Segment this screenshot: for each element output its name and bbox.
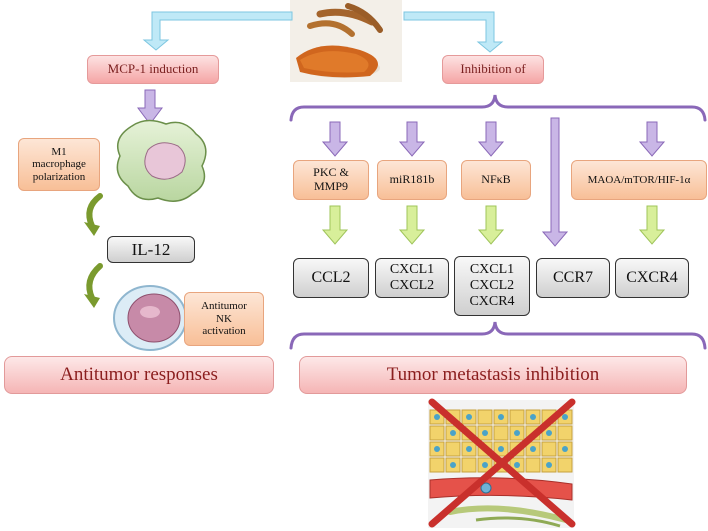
top-brace bbox=[289, 94, 707, 122]
antitumor-nk-activation-box: Antitumor NK activation bbox=[184, 292, 264, 346]
inhibition-of-box: Inhibition of bbox=[442, 55, 544, 84]
ccr7-box: CCR7 bbox=[536, 258, 610, 298]
green-arrows bbox=[321, 205, 666, 245]
ccl2-box: CCL2 bbox=[293, 258, 369, 298]
purple-arrows bbox=[137, 89, 666, 247]
tumor-crossed-image bbox=[428, 398, 576, 528]
nfkb-box: NFκB bbox=[461, 160, 531, 200]
green-curved-arrows bbox=[86, 193, 103, 301]
pkc-mmp9-box: PKC & MMP9 bbox=[293, 160, 369, 200]
bottom-brace bbox=[289, 321, 707, 350]
cxcl1-cxcl2-box: CXCL1 CXCL2 bbox=[375, 258, 449, 298]
turmeric-image bbox=[290, 0, 402, 82]
m1-macrophage-polarization-box: M1 macrophage polarization bbox=[18, 138, 100, 191]
cxcr4-box: CXCR4 bbox=[615, 258, 689, 298]
il12-box: IL-12 bbox=[107, 236, 195, 263]
maoa-mtor-hif1a-box: MAOA/mTOR/HIF-1α bbox=[571, 160, 707, 200]
mcp1-induction-box: MCP-1 induction bbox=[87, 55, 219, 84]
mir181b-box: miR181b bbox=[377, 160, 447, 200]
top-cyan-arrows bbox=[142, 11, 504, 53]
antitumor-responses-band: Antitumor responses bbox=[4, 356, 274, 394]
cxcl1-cxcl2-cxcr4-box: CXCL1 CXCL2 CXCR4 bbox=[454, 256, 530, 316]
macrophage-image bbox=[116, 119, 207, 202]
nk-cell-image bbox=[113, 285, 187, 351]
tumor-metastasis-inhibition-band: Tumor metastasis inhibition bbox=[299, 356, 687, 394]
